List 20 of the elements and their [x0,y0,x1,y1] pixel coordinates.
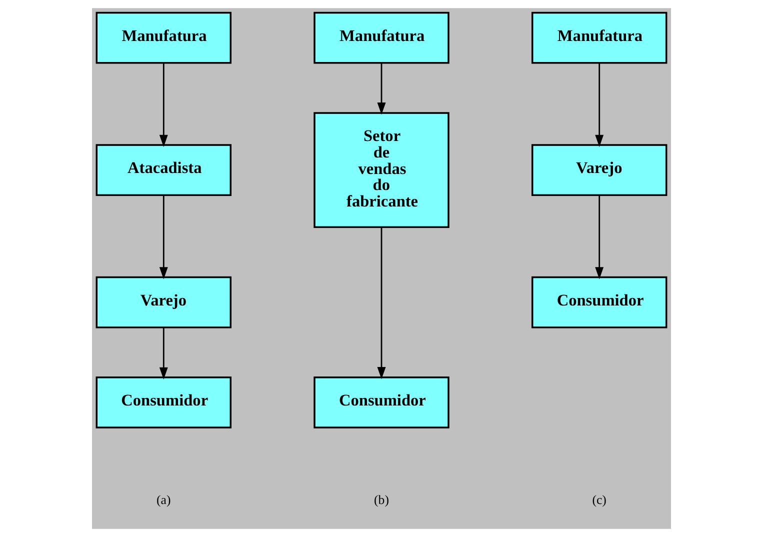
label: (b) [374,493,388,508]
arrow [376,63,386,115]
node-box: Atacadista [95,144,231,196]
node-box: Varejo [95,276,231,328]
node-box: Consumidor [95,376,231,428]
arrow [594,63,604,148]
node-box: Manufatura [531,12,667,64]
node-box: Consumidor [531,276,667,328]
node-box: Setor de vendas do fabricante [313,112,449,228]
arrow [158,63,168,148]
label: (c) [592,493,606,508]
arrow [158,328,168,380]
label: (a) [156,493,170,508]
node-box: Manufatura [95,12,231,64]
node-box: Varejo [531,144,667,196]
arrow [158,195,168,280]
arrow [376,227,386,380]
arrow [594,195,604,280]
node-box: Manufatura [313,12,449,64]
node-box: Consumidor [313,376,449,428]
